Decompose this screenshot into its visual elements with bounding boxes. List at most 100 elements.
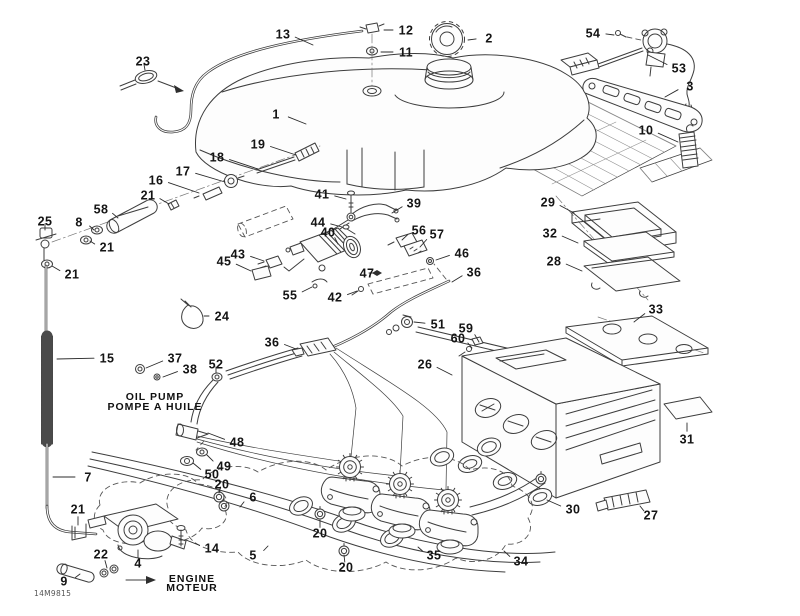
damper-58 [106,199,158,234]
part-label-34: 34 [514,555,529,569]
leader-line-60 [467,342,473,349]
bolt-60 [458,346,472,357]
leader-line-56 [401,234,409,241]
part-label-20: 20 [313,527,328,541]
clamp-21a [167,199,180,211]
grommet-52 [211,372,223,382]
bracket-39 [331,203,400,234]
part-label-26: 26 [418,358,433,372]
tie-ring [119,70,184,93]
plate-33 [565,315,709,367]
part-label-37: 37 [168,352,183,366]
part-label-11: 11 [399,46,413,60]
leader-line-43 [250,255,265,262]
leader-line-37 [145,360,164,369]
vent-hose [119,29,364,134]
oil-pump-annotation-en: OIL PUMP [126,391,185,403]
leader-line-55 [301,286,313,293]
fasteners-37-38 [135,364,161,381]
part-label-38: 38 [183,363,198,377]
part-label-2: 2 [485,32,492,46]
leader-line-40 [334,237,339,245]
bolt-46 [426,257,434,265]
part-label-36: 36 [467,266,482,280]
part-label-1: 1 [272,108,279,122]
leader-line-23 [143,63,146,71]
part-label-19: 19 [251,138,266,152]
part-label-21: 21 [65,268,80,282]
clamp-20 [338,543,350,557]
leader-line-39 [391,206,403,214]
leader-line-18 [229,159,259,170]
part-label-3: 3 [686,80,693,94]
leader-line-59 [474,334,480,343]
part-label-28: 28 [547,255,562,269]
part-label-42: 42 [328,291,343,305]
leader-line-22 [104,560,108,569]
mount-outline-34 [166,455,533,572]
part-label-8: 8 [75,216,82,230]
plate-stack [555,195,713,420]
leader-line-30 [546,499,562,507]
damper-9 [56,563,95,583]
connector-43 [257,255,283,269]
part-label-30: 30 [566,503,581,517]
part-label-49: 49 [217,460,232,474]
tank-strap [582,77,703,133]
fitting-59 [471,336,484,346]
leader-line-36 [284,344,297,350]
leader-line-48 [207,432,226,440]
fuel-sender [560,28,695,112]
part-label-46: 46 [455,247,470,261]
washer-21b [80,235,92,245]
bolt-44 [342,224,356,235]
leader-line-8 [89,225,95,231]
leader-line-41 [334,195,347,200]
leader-line-36 [451,275,463,283]
leader-line-44 [330,223,343,228]
washer-49 [196,447,208,457]
leader-line-3 [664,89,679,98]
part-label-51: 51 [431,318,446,332]
part-label-57: 57 [430,228,445,242]
part-label-12: 12 [399,24,414,38]
vent-valve [359,22,385,97]
leader-line-21 [159,198,170,205]
part-label-25: 25 [38,215,53,229]
part-label-58: 58 [94,203,109,217]
leader-line-21 [51,265,61,272]
part-label-39: 39 [407,197,422,211]
leader-line-29 [559,205,575,214]
part-label-14: 14 [205,542,220,556]
washer-50 [180,456,194,466]
leader-line-17 [195,172,226,183]
oil-pump-4 [56,473,227,584]
part-label-36: 36 [265,336,280,350]
part-label-59: 59 [459,322,474,336]
leader-line-38 [162,371,178,378]
part-label-52: 52 [209,358,224,372]
part-label-5: 5 [249,549,256,563]
leader-line-16 [167,182,200,194]
clamps-22 [99,564,119,578]
part-label-23: 23 [136,55,151,69]
engine-annotation-fr: MOTEUR [166,582,218,594]
document-code: 14M9815 [34,589,71,598]
intake-boot [286,492,316,520]
leader-line-33 [633,313,646,323]
carburetor-bank [166,434,547,572]
leader-line-20 [343,554,346,563]
ferrule-17 [224,174,245,188]
leader-line-19 [270,146,297,156]
cable-junction [175,337,448,491]
part-label-13: 13 [276,28,291,42]
part-label-40: 40 [321,226,336,240]
part-label-44: 44 [311,216,326,230]
part-number-labels: 1234567891011121314151617181920202021212… [38,24,694,589]
leader-line-2 [467,38,477,41]
leader-line-42 [347,290,358,296]
pump-nozzle-48 [175,423,209,451]
part-label-9: 9 [60,575,67,589]
leader-line-49 [206,454,214,462]
